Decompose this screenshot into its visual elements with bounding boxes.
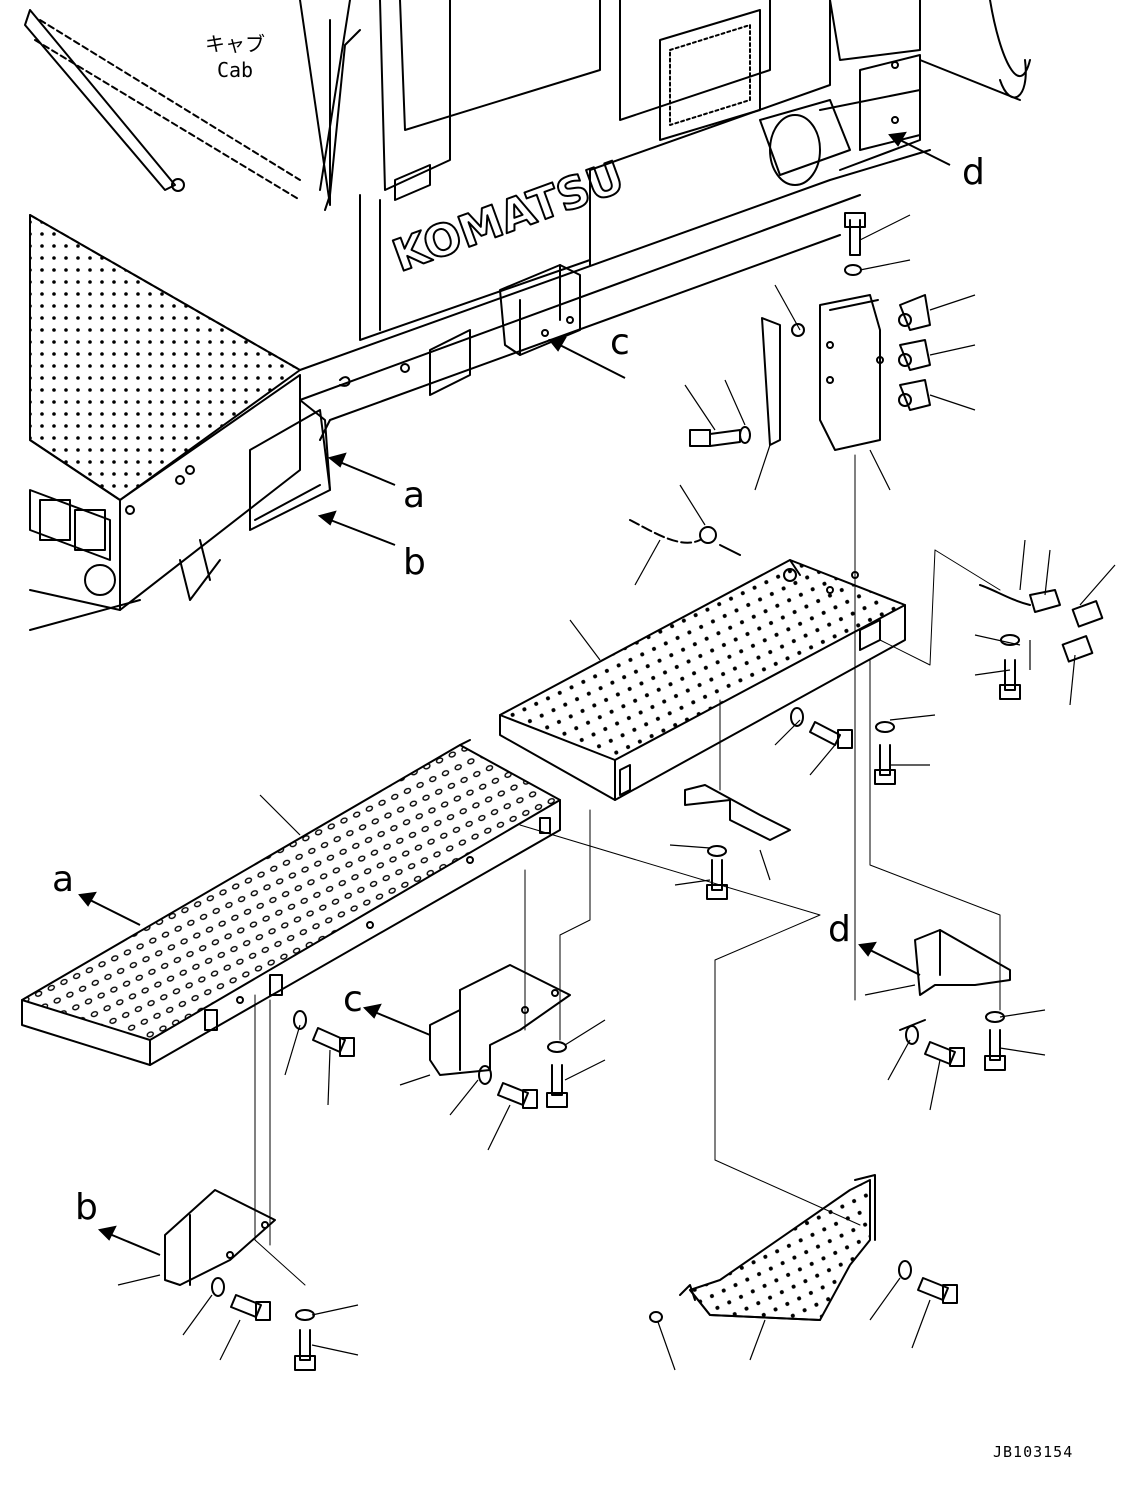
- callout-b-bottom: b: [75, 1187, 98, 1228]
- drawing-code: JB103154: [993, 1443, 1074, 1461]
- cab-label-english: Cab: [216, 58, 254, 82]
- upper-step-assembly: [499, 519, 906, 801]
- callout-b-top: b: [403, 542, 426, 583]
- angle-bracket: [684, 699, 791, 900]
- callout-d-bottom: d: [828, 909, 851, 950]
- callout-d-top: d: [962, 152, 985, 193]
- callout-a-bottom: a: [52, 859, 75, 900]
- bracket-b: [164, 1189, 316, 1371]
- bracket-d: [899, 929, 1011, 1071]
- machine-body: KOMATSU: [24, 0, 1031, 631]
- callout-a-top: a: [403, 475, 426, 516]
- callout-c-top: c: [610, 322, 630, 363]
- leader-lines: [117, 214, 1116, 1371]
- lower-step-assembly: [21, 739, 861, 1286]
- cab-label-japanese: キャブ: [205, 32, 265, 56]
- callout-arrows: [78, 131, 951, 1256]
- callout-c-bottom: c: [343, 979, 363, 1020]
- mid-fasteners: [790, 659, 1001, 1011]
- bracket-c: [429, 964, 571, 1109]
- connector-assembly: [879, 549, 1104, 700]
- lamp-bracket: [689, 212, 931, 1001]
- bottom-step: [649, 1174, 958, 1323]
